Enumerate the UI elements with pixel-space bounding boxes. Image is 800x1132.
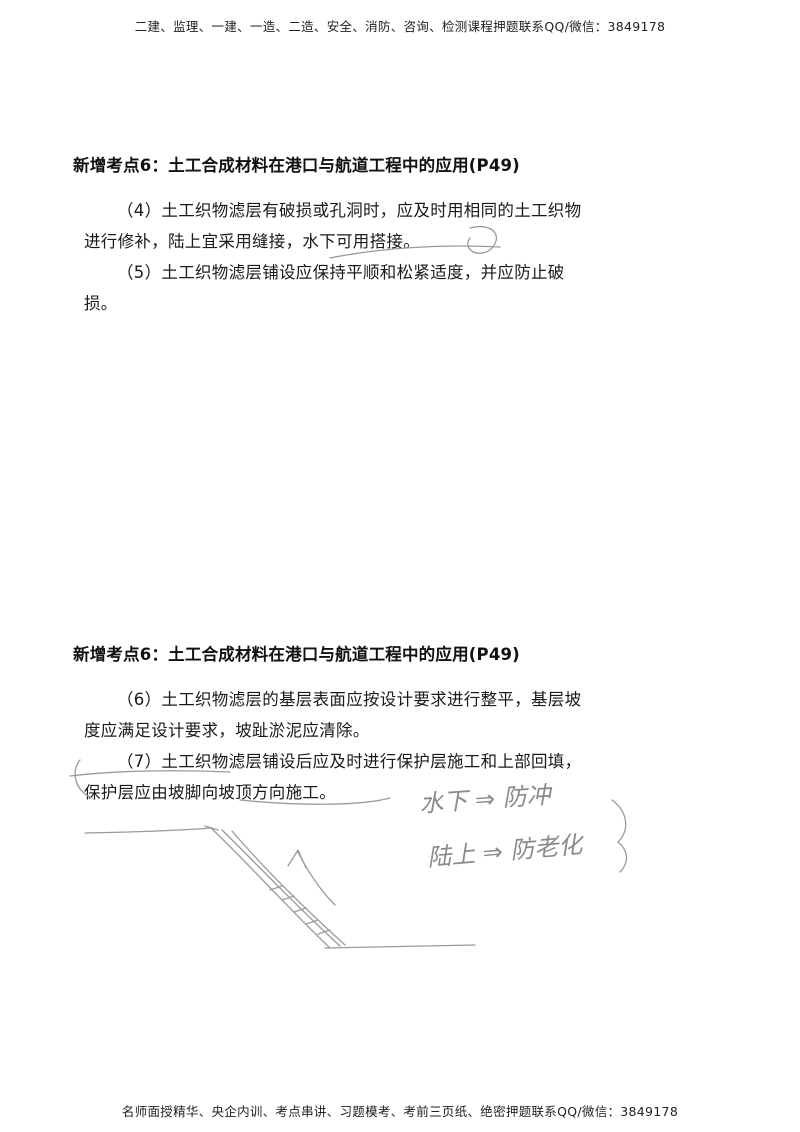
section-title-2: 新增考点6：土工合成材料在港口与航道工程中的应用(P49)	[73, 645, 520, 664]
page-footer-note: 名师面授精华、央企内训、考点串讲、习题模考、考前三页纸、绝密押题联系QQ/微信：…	[121, 1104, 679, 1119]
slope-sketch-hatch	[269, 885, 331, 935]
handwriting-line-2: 陆上 ⇒ 防老化	[426, 830, 586, 872]
slope-sketch-arrow-head	[287, 849, 307, 869]
slope-sketch-crest	[204, 825, 219, 831]
paragraph-4: （4）土工织物滤层有破损或孔洞时，应及时用相同的土工织物进行修补，陆上宜采用缝接…	[84, 201, 582, 251]
slope-sketch-face-1	[211, 828, 331, 949]
section-title-1: 新增考点6：土工合成材料在港口与航道工程中的应用(P49)	[73, 156, 520, 175]
handwriting-brace	[611, 799, 628, 873]
page-header-note: 二建、监理、一建、一造、二造、安全、消防、咨询、检测课程押题联系QQ/微信：38…	[134, 19, 666, 34]
slope-sketch-face-3	[231, 830, 346, 946]
slope-sketch-arrow-shaft	[297, 851, 336, 906]
slope-sketch-toe	[324, 944, 476, 949]
paragraph-7: （7）土工织物滤层铺设后应及时进行保护层施工和上部回填，保护层应由坡脚向坡顶方向…	[84, 752, 582, 802]
slope-sketch-ground	[84, 827, 213, 834]
paragraph-5: （5）土工织物滤层铺设应保持平顺和松紧适度，并应防止破损。	[84, 263, 565, 313]
slope-sketch-face-2	[221, 829, 341, 947]
paragraph-6: （6）土工织物滤层的基层表面应按设计要求进行整平，基层坡度应满足设计要求，坡趾淤…	[84, 690, 582, 740]
